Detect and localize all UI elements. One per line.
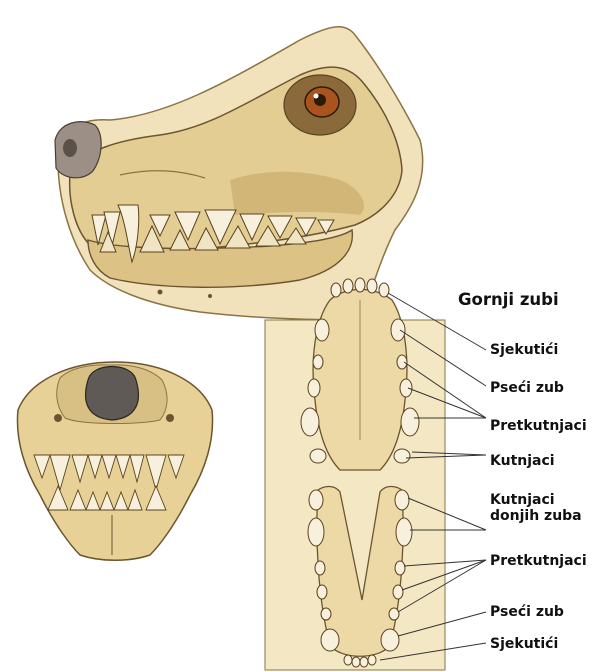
- ventral-view-panel: [265, 278, 445, 670]
- label-lower-molars-line2: donjih zuba: [490, 508, 600, 524]
- label-lower-molars: Kutnjaci donjih zuba: [490, 492, 600, 524]
- label-upper-teeth-title: Gornji zubi: [458, 290, 559, 310]
- label-lower-incisors: Sjekutići: [490, 636, 558, 652]
- label-upper-molars: Kutnjaci: [490, 453, 555, 469]
- label-upper-incisors: Sjekutići: [490, 342, 558, 358]
- front-view-skull: [17, 362, 212, 560]
- label-upper-canine: Pseći zub: [490, 380, 564, 396]
- side-view-skull: [55, 27, 423, 320]
- label-lower-canine: Pseći zub: [490, 604, 564, 620]
- label-upper-premolars: Pretkutnjaci: [490, 418, 587, 434]
- label-lower-premolars: Pretkutnjaci: [490, 553, 587, 569]
- label-lower-molars-line1: Kutnjaci: [490, 492, 600, 508]
